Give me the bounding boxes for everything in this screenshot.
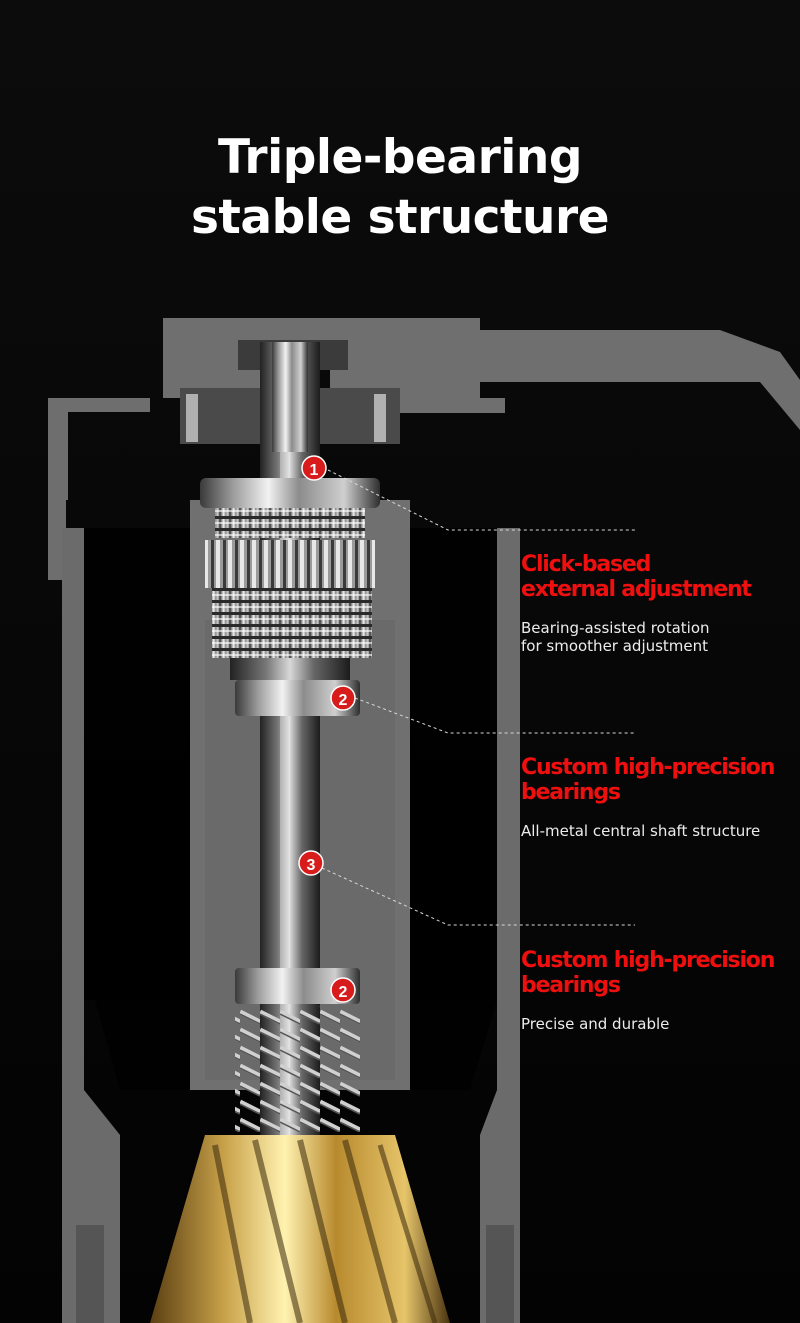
top-cap — [180, 340, 400, 444]
burr-blades — [212, 1139, 438, 1323]
spring — [235, 1006, 360, 1132]
title-line-1: Triple-bearing — [218, 130, 582, 185]
callout-2-heading: Custom high-precision bearings — [521, 755, 800, 805]
marker-2-lower-label: 2 — [339, 984, 348, 1001]
callout-1-heading-line-1: Click-based — [521, 552, 651, 577]
marker-2-lower: 2 — [330, 977, 356, 1003]
callout-1-heading: Click-based external adjustment — [521, 552, 800, 602]
callout-2-heading-line-2: bearings — [521, 780, 621, 805]
callout-3-heading: Custom high-precision bearings — [521, 948, 800, 998]
marker-1-label: 1 — [310, 462, 319, 479]
callout-1-description: Bearing-assisted rotation for smoother a… — [521, 619, 800, 655]
marker-2-upper-label: 2 — [339, 692, 348, 709]
housing — [48, 318, 800, 1323]
marker-1: 1 — [301, 455, 327, 481]
title-line-2: stable structure — [190, 190, 610, 245]
callout-3-desc-line-1: Precise and durable — [521, 1015, 670, 1033]
callout-1-heading-line-2: external adjustment — [521, 577, 752, 602]
bearing-lower — [235, 968, 360, 1004]
marker-2-upper: 2 — [330, 685, 356, 711]
shaft-tip — [272, 342, 308, 452]
callout-2-desc-line-1: All-metal central shaft structure — [521, 822, 761, 840]
upper-bearing-assembly — [200, 478, 380, 680]
callout-3-heading-line-2: bearings — [521, 973, 621, 998]
marker-3: 3 — [298, 850, 324, 876]
callout-2-heading-line-1: Custom high-precision — [521, 755, 775, 780]
callout-2-description: All-metal central shaft structure — [521, 822, 800, 840]
callout-1-desc-line-2: for smoother adjustment — [521, 637, 709, 655]
callout-1-desc-line-1: Bearing-assisted rotation — [521, 619, 710, 637]
callout-3-heading-line-1: Custom high-precision — [521, 948, 775, 973]
callout-3-description: Precise and durable — [521, 1015, 800, 1033]
shaft-highlight — [280, 342, 290, 1322]
bearing-upper — [235, 680, 360, 716]
marker-3-label: 3 — [307, 857, 316, 874]
leader-lines — [321, 469, 635, 926]
page-title: Triple-bearing stable structure — [0, 128, 800, 248]
